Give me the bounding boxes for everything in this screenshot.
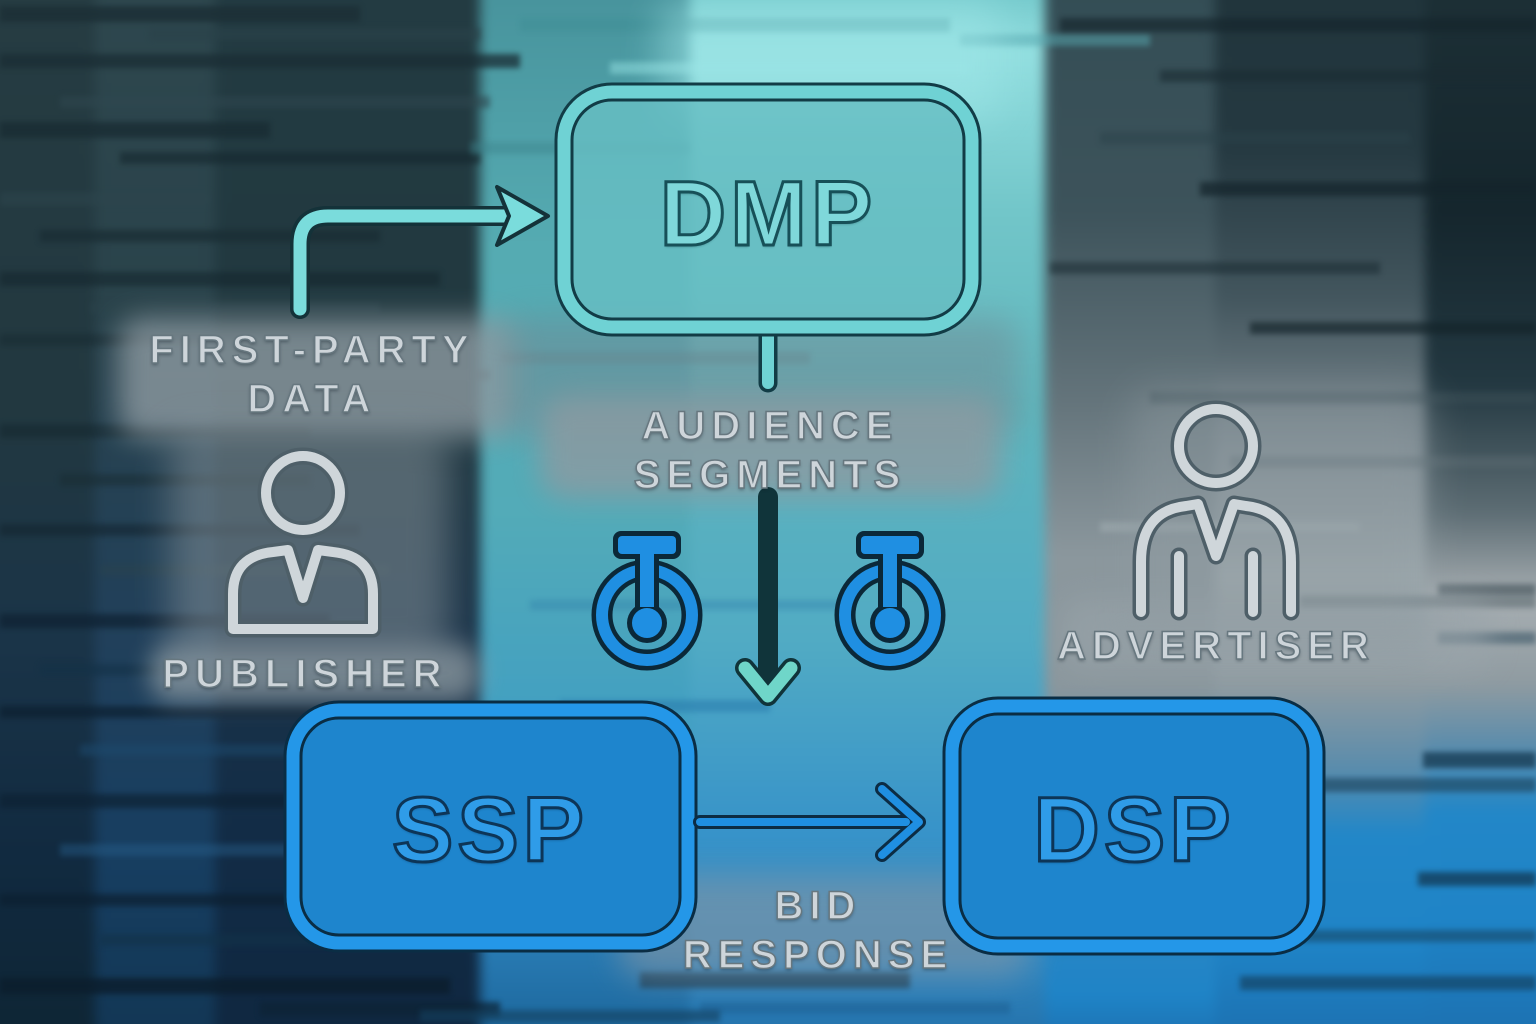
glitch-streak [1423,752,1536,768]
stopwatch-icon [602,531,692,660]
glitch-streak [1160,70,1536,82]
glitch-streak [1050,262,1380,274]
glitch-streak [1438,584,1536,596]
glitch-streak [0,192,210,206]
bg-band [1425,0,1536,1024]
dsp-label: DSP [1032,778,1235,883]
first-party-data-label: FIRST-PARTY DATA [149,326,474,424]
glitch-streak [1060,18,1536,32]
glitch-streak [700,1002,1010,1014]
label-line: AUDIENCE [641,403,899,449]
glitch-streak [0,706,390,718]
glitch-streak [960,34,1150,46]
publisher-person-icon [224,447,382,638]
glitch-streak [1418,872,1536,886]
bg-patch [118,318,518,438]
glitch-streak [1150,392,1536,404]
dsp-node [942,696,1326,956]
ssp-node [283,700,698,953]
glitch-streak [420,1010,720,1022]
audience-segments-label: AUDIENCE SEGMENTS [633,402,907,500]
bg-patch [540,396,1000,498]
glitch-streak [0,122,270,138]
label-line: DATA [247,376,377,422]
glitch-streak [1262,930,1536,942]
glitch-streak [0,978,450,994]
advertiser-label: ADVERTISER [1056,623,1375,669]
glitch-streak [1250,322,1536,334]
glitch-streak [120,152,480,164]
label-line: RESPONSE [682,932,954,978]
glitch-streak [60,96,490,108]
dmp-label: DMP [658,162,877,267]
label-line: FIRST-PARTY [149,327,475,373]
glitch-streak [1240,976,1536,990]
glitch-streak [500,352,810,364]
glitch-streak [1100,132,1410,144]
first-party-data-arrow-icon [290,185,550,319]
glitch-streak [0,54,520,68]
ssp-label: SSP [390,778,589,883]
glitch-streak [1200,182,1536,196]
glitch-streak [0,6,360,22]
bg-patch [1060,598,1490,670]
stopwatch-icon [845,531,935,660]
label-line: BID [774,883,862,929]
label-line: SEGMENTS [633,452,907,498]
bid-response-arrow-icon [693,782,926,862]
glitch-streak [0,272,440,286]
audience-segments-arrow-icon [735,487,801,706]
publisher-label: PUBLISHER [162,651,448,697]
dmp-node [554,82,982,393]
glitch-streak [60,844,350,856]
glitch-streak [1230,456,1536,468]
bid-response-label: BID RESPONSE [682,882,954,980]
advertiser-person-icon [1132,400,1300,621]
glitch-streak [150,28,480,40]
glitch-streak [0,794,350,808]
